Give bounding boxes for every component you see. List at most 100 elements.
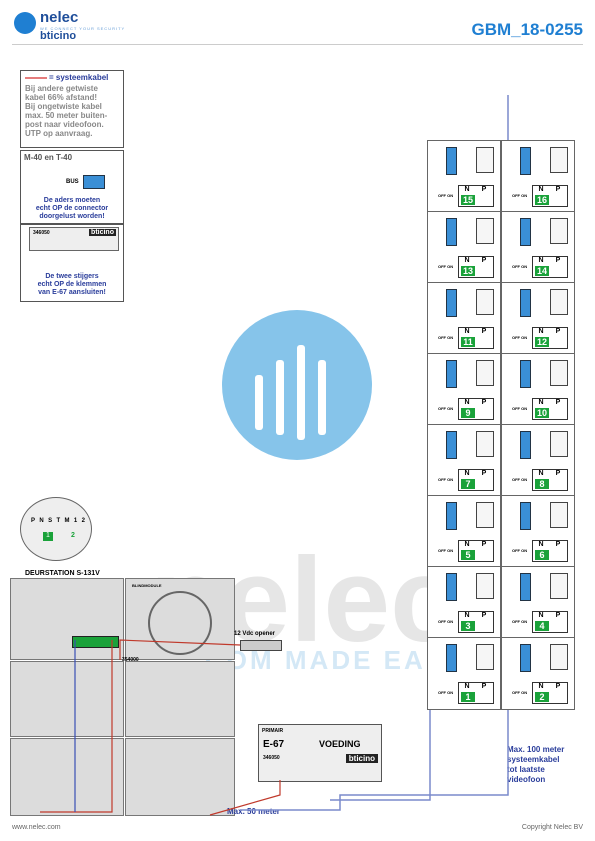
- blind-circle-icon: [148, 591, 212, 655]
- offon-label: OFF ON: [438, 477, 454, 482]
- opener-icon: [240, 640, 282, 651]
- p-label: P: [555, 470, 561, 477]
- p-label: P: [555, 683, 561, 690]
- monitor-icon: [476, 360, 494, 386]
- dip-label: P: [31, 518, 36, 524]
- offon-label: OFF ON: [512, 690, 528, 695]
- dip-value-2: 2: [71, 532, 75, 539]
- terminal-icon: [520, 502, 531, 530]
- unit-number: 5: [461, 550, 475, 560]
- monitor-icon: [550, 147, 568, 173]
- offon-label: OFF ON: [438, 193, 454, 198]
- p-label: P: [481, 612, 487, 619]
- terminal-icon: [520, 573, 531, 601]
- nelec-logo-icon: [14, 12, 36, 34]
- address-np: N P 15: [458, 185, 494, 207]
- offon-label: OFF ON: [512, 548, 528, 553]
- cable-swatch: [25, 77, 47, 79]
- unit-number: 3: [461, 621, 475, 631]
- dip-label: M: [64, 518, 70, 524]
- n-label: N: [464, 186, 470, 193]
- brand-tagline: WE CONNECT YOUR SECURITY: [40, 26, 126, 31]
- n-label: N: [538, 470, 544, 477]
- monitor-icon: [550, 360, 568, 386]
- unit-number: 6: [535, 550, 549, 560]
- p-label: P: [481, 257, 487, 264]
- terminal-icon: [520, 644, 531, 672]
- p-label: P: [555, 399, 561, 406]
- unit-number: 8: [535, 479, 549, 489]
- dip-label: 2: [81, 518, 85, 524]
- p-label: P: [555, 186, 561, 193]
- unit-number: 14: [535, 266, 549, 276]
- offon-label: OFF ON: [512, 619, 528, 624]
- monitor-icon: [550, 289, 568, 315]
- dip-label: N: [39, 518, 44, 524]
- door-station-module-5: [125, 738, 235, 816]
- door-station-title: DEURSTATION S-131V: [25, 570, 100, 577]
- monitor-icon: [550, 431, 568, 457]
- offon-label: OFF ON: [438, 406, 454, 411]
- terminal-icon: [446, 218, 457, 246]
- monitor-icon: [476, 573, 494, 599]
- unit-number: 11: [461, 337, 475, 347]
- terminal-icon: [446, 431, 457, 459]
- p-label: P: [481, 186, 487, 193]
- power-supply: PRIMAIR E-67 VOEDING 346050 bticino: [258, 724, 382, 782]
- offon-label: OFF ON: [438, 690, 454, 695]
- m40-title: M-40 en T-40: [24, 153, 73, 162]
- terminal-icon: [520, 360, 531, 388]
- offon-label: OFF ON: [438, 548, 454, 553]
- blind-module: BLINDMODULE: [125, 578, 235, 660]
- monitor-icon: [476, 218, 494, 244]
- n-label: N: [464, 470, 470, 477]
- p-label: P: [481, 541, 487, 548]
- n-label: N: [538, 399, 544, 406]
- terminal-icon: [520, 147, 531, 175]
- header-divider: [12, 44, 583, 45]
- brand-name: nelec: [40, 9, 79, 26]
- document-id: GBM_18-0255: [471, 20, 583, 39]
- unit-number: 4: [535, 621, 549, 631]
- bus-label: BUS: [66, 179, 79, 185]
- bus-connector-icon: [83, 175, 105, 189]
- n-label: N: [464, 612, 470, 619]
- unit-number: 13: [461, 266, 475, 276]
- monitor-icon: [550, 218, 568, 244]
- watermark-tagline: COM MADE EA: [205, 645, 426, 675]
- unit-number: 2: [535, 692, 549, 702]
- p-label: P: [481, 470, 487, 477]
- terminal-icon: [446, 644, 457, 672]
- monitor-icon: [550, 502, 568, 528]
- offon-label: OFF ON: [512, 335, 528, 340]
- n-label: N: [538, 683, 544, 690]
- unit-number: 15: [461, 195, 475, 205]
- n-label: N: [464, 328, 470, 335]
- dip-value-1: 1: [43, 532, 53, 541]
- footer-website[interactable]: www.nelec.com: [12, 824, 61, 831]
- n-label: N: [464, 399, 470, 406]
- module-code: 354000: [122, 657, 139, 663]
- terminal-icon: [446, 573, 457, 601]
- terminal-icon: [446, 289, 457, 317]
